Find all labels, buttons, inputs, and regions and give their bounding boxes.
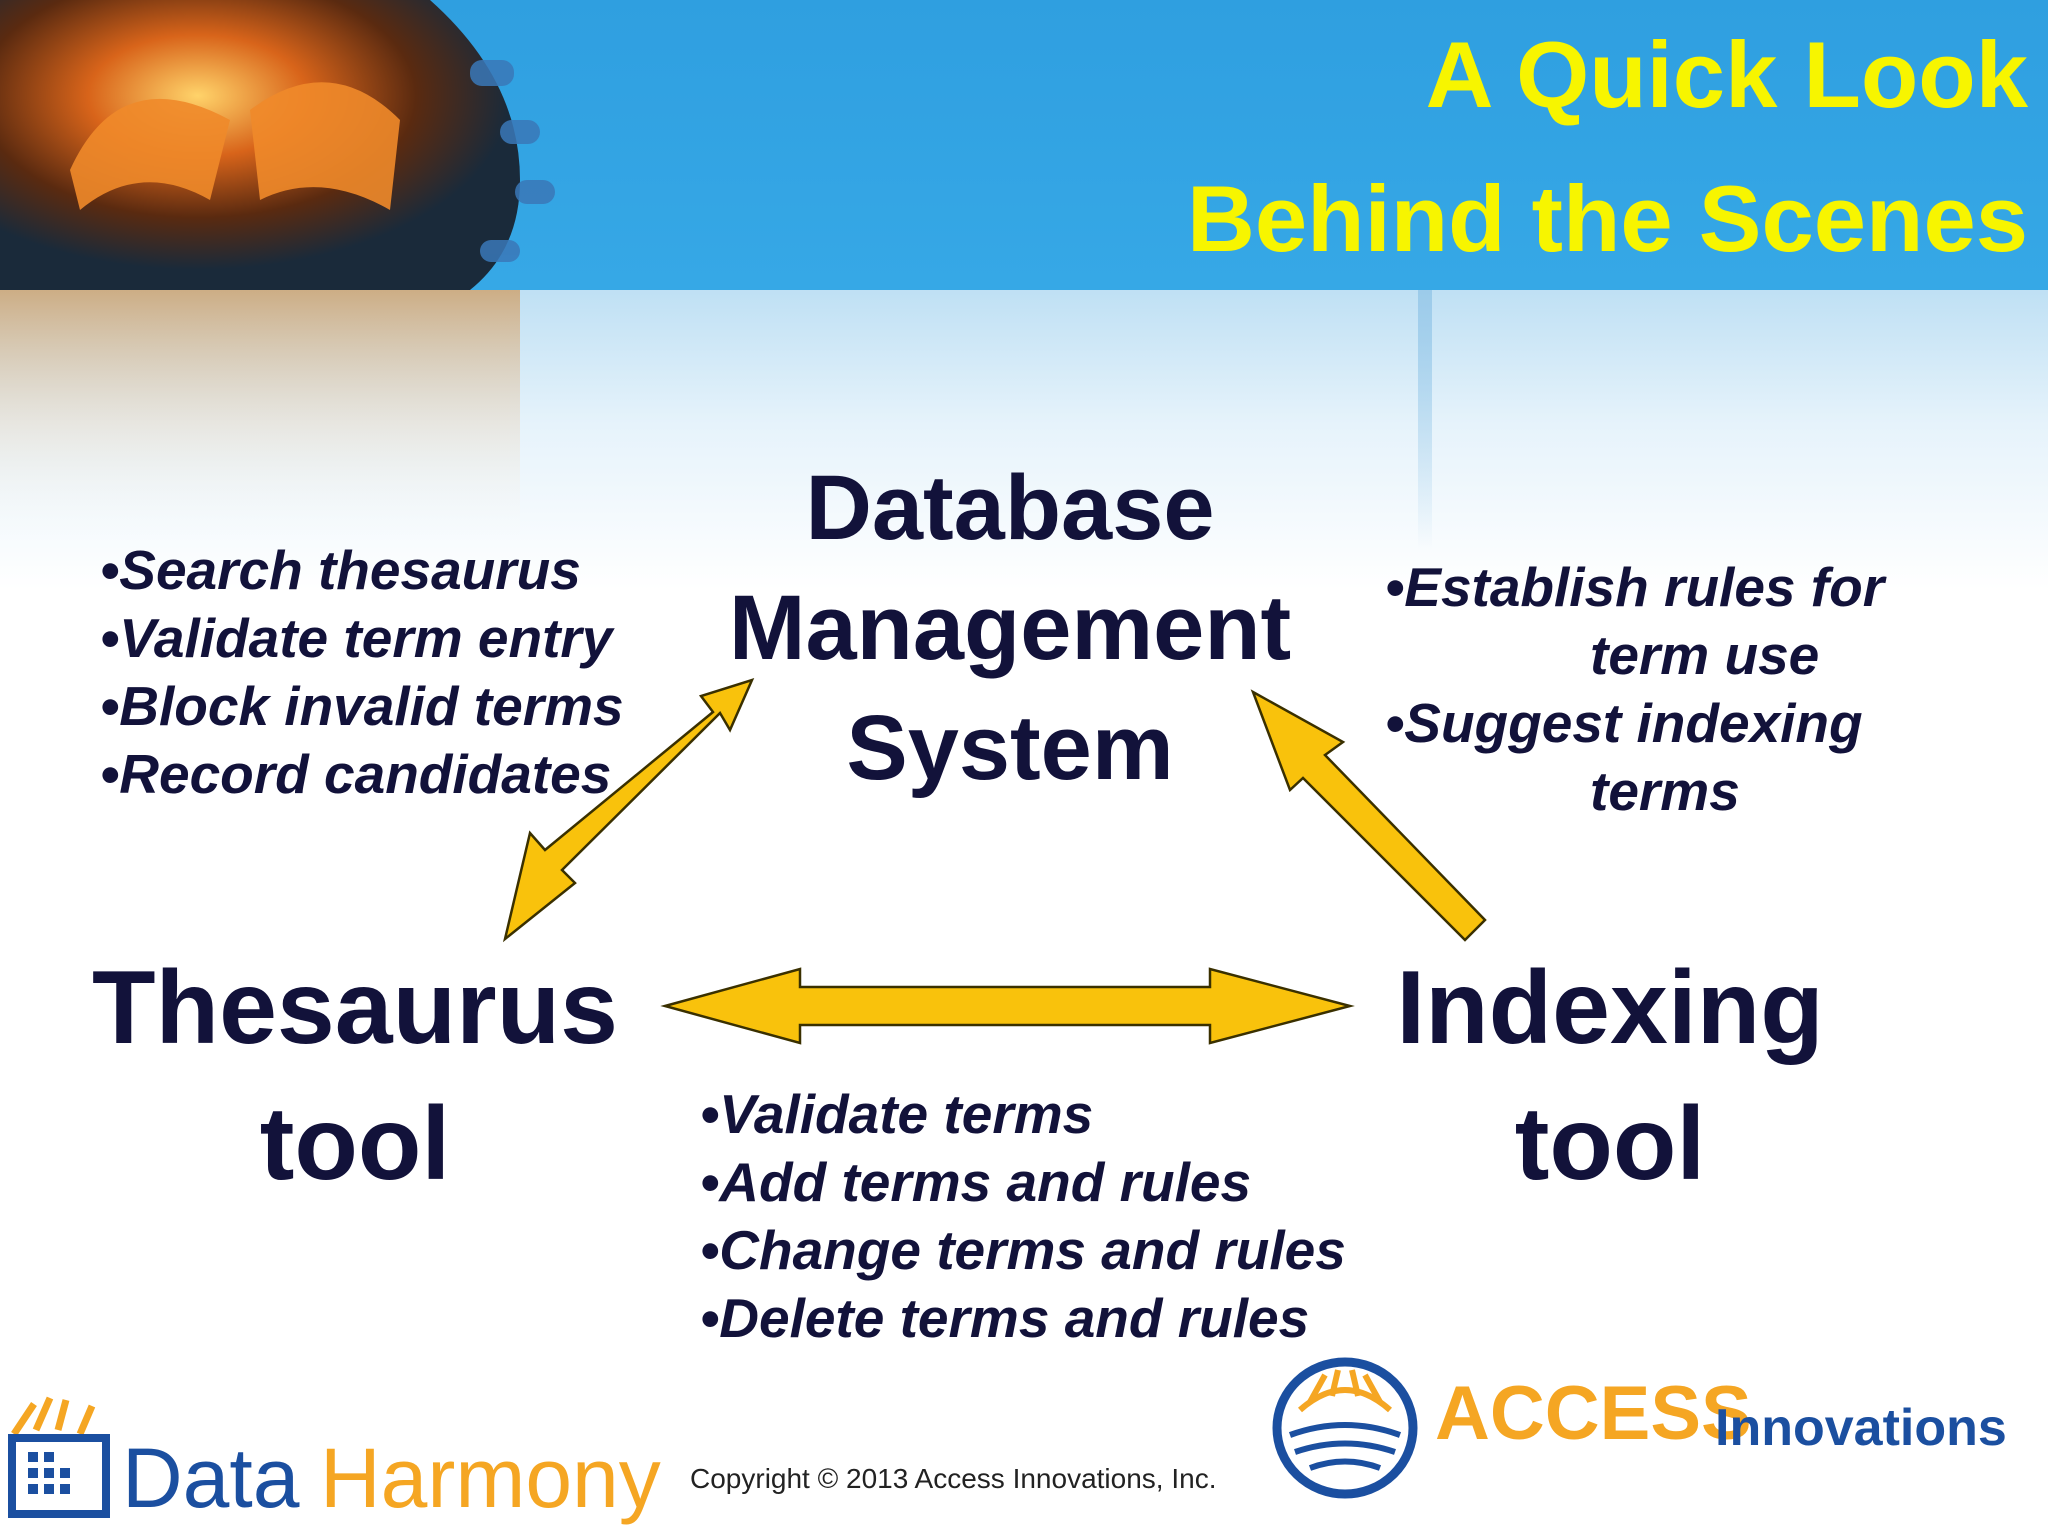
data-harmony-logo: Data Harmony xyxy=(0,1390,661,1530)
book-gear-graphic xyxy=(0,0,555,550)
slide-title-line2: Behind the Scenes xyxy=(1187,166,2028,271)
arrow-thesaurus-database xyxy=(502,677,755,943)
bullet-item: •Validate terms xyxy=(700,1083,1094,1145)
bullet-item: •Add terms and rules xyxy=(700,1151,1252,1213)
access-innovations-logo: ACCESS Innovations xyxy=(1270,1340,2030,1500)
logo-word-access: ACCESS xyxy=(1435,1371,1752,1456)
bullets-indexing-database: •Establish rules for term use •Suggest i… xyxy=(1385,553,1884,825)
bullet-item: term use xyxy=(1590,624,1820,686)
logo-word-innovations: Innovations xyxy=(1715,1399,2007,1457)
node-indexing-line2: tool xyxy=(1514,1086,1706,1202)
arrow-indexing-database xyxy=(1250,689,1487,942)
node-database-line3: System xyxy=(846,697,1174,799)
bullet-item: •Search thesaurus xyxy=(100,539,581,601)
bullets-thesaurus-indexing: •Validate terms •Add terms and rules •Ch… xyxy=(700,1080,1346,1352)
node-database-line1: Database xyxy=(805,457,1215,559)
node-database: Database Management System xyxy=(640,448,1380,808)
copyright-text: Copyright © 2013 Access Innovations, Inc… xyxy=(690,1463,1217,1494)
node-database-line2: Management xyxy=(728,577,1292,679)
bullet-item: •Validate term entry xyxy=(100,607,613,669)
arrow-thesaurus-indexing xyxy=(660,967,1355,1045)
bullet-item: •Record candidates xyxy=(100,743,612,805)
node-thesaurus: Thesaurus tool xyxy=(40,940,670,1212)
bullet-item: •Suggest indexing xyxy=(1385,692,1863,754)
data-harmony-logo-icon xyxy=(8,1396,110,1518)
logo-word-data: Data xyxy=(122,1431,300,1525)
logo-word-harmony: Harmony xyxy=(320,1431,661,1525)
bullet-item: •Delete terms and rules xyxy=(700,1287,1310,1349)
node-indexing: Indexing tool xyxy=(1340,940,1880,1212)
node-indexing-line1: Indexing xyxy=(1396,950,1824,1066)
bullet-item: terms xyxy=(1590,760,1740,822)
bullet-item: •Establish rules for xyxy=(1385,556,1885,618)
bullet-item: •Change terms and rules xyxy=(700,1219,1346,1281)
decorative-line xyxy=(1418,290,1432,550)
node-thesaurus-line2: tool xyxy=(259,1086,451,1202)
node-thesaurus-line1: Thesaurus xyxy=(92,950,618,1066)
slide-title-line1: A Quick Look xyxy=(1425,22,2028,127)
bullets-thesaurus-database: •Search thesaurus •Validate term entry •… xyxy=(100,536,624,808)
bullet-item: •Block invalid terms xyxy=(100,675,624,737)
access-innovations-emblem-icon xyxy=(1272,1357,1418,1499)
